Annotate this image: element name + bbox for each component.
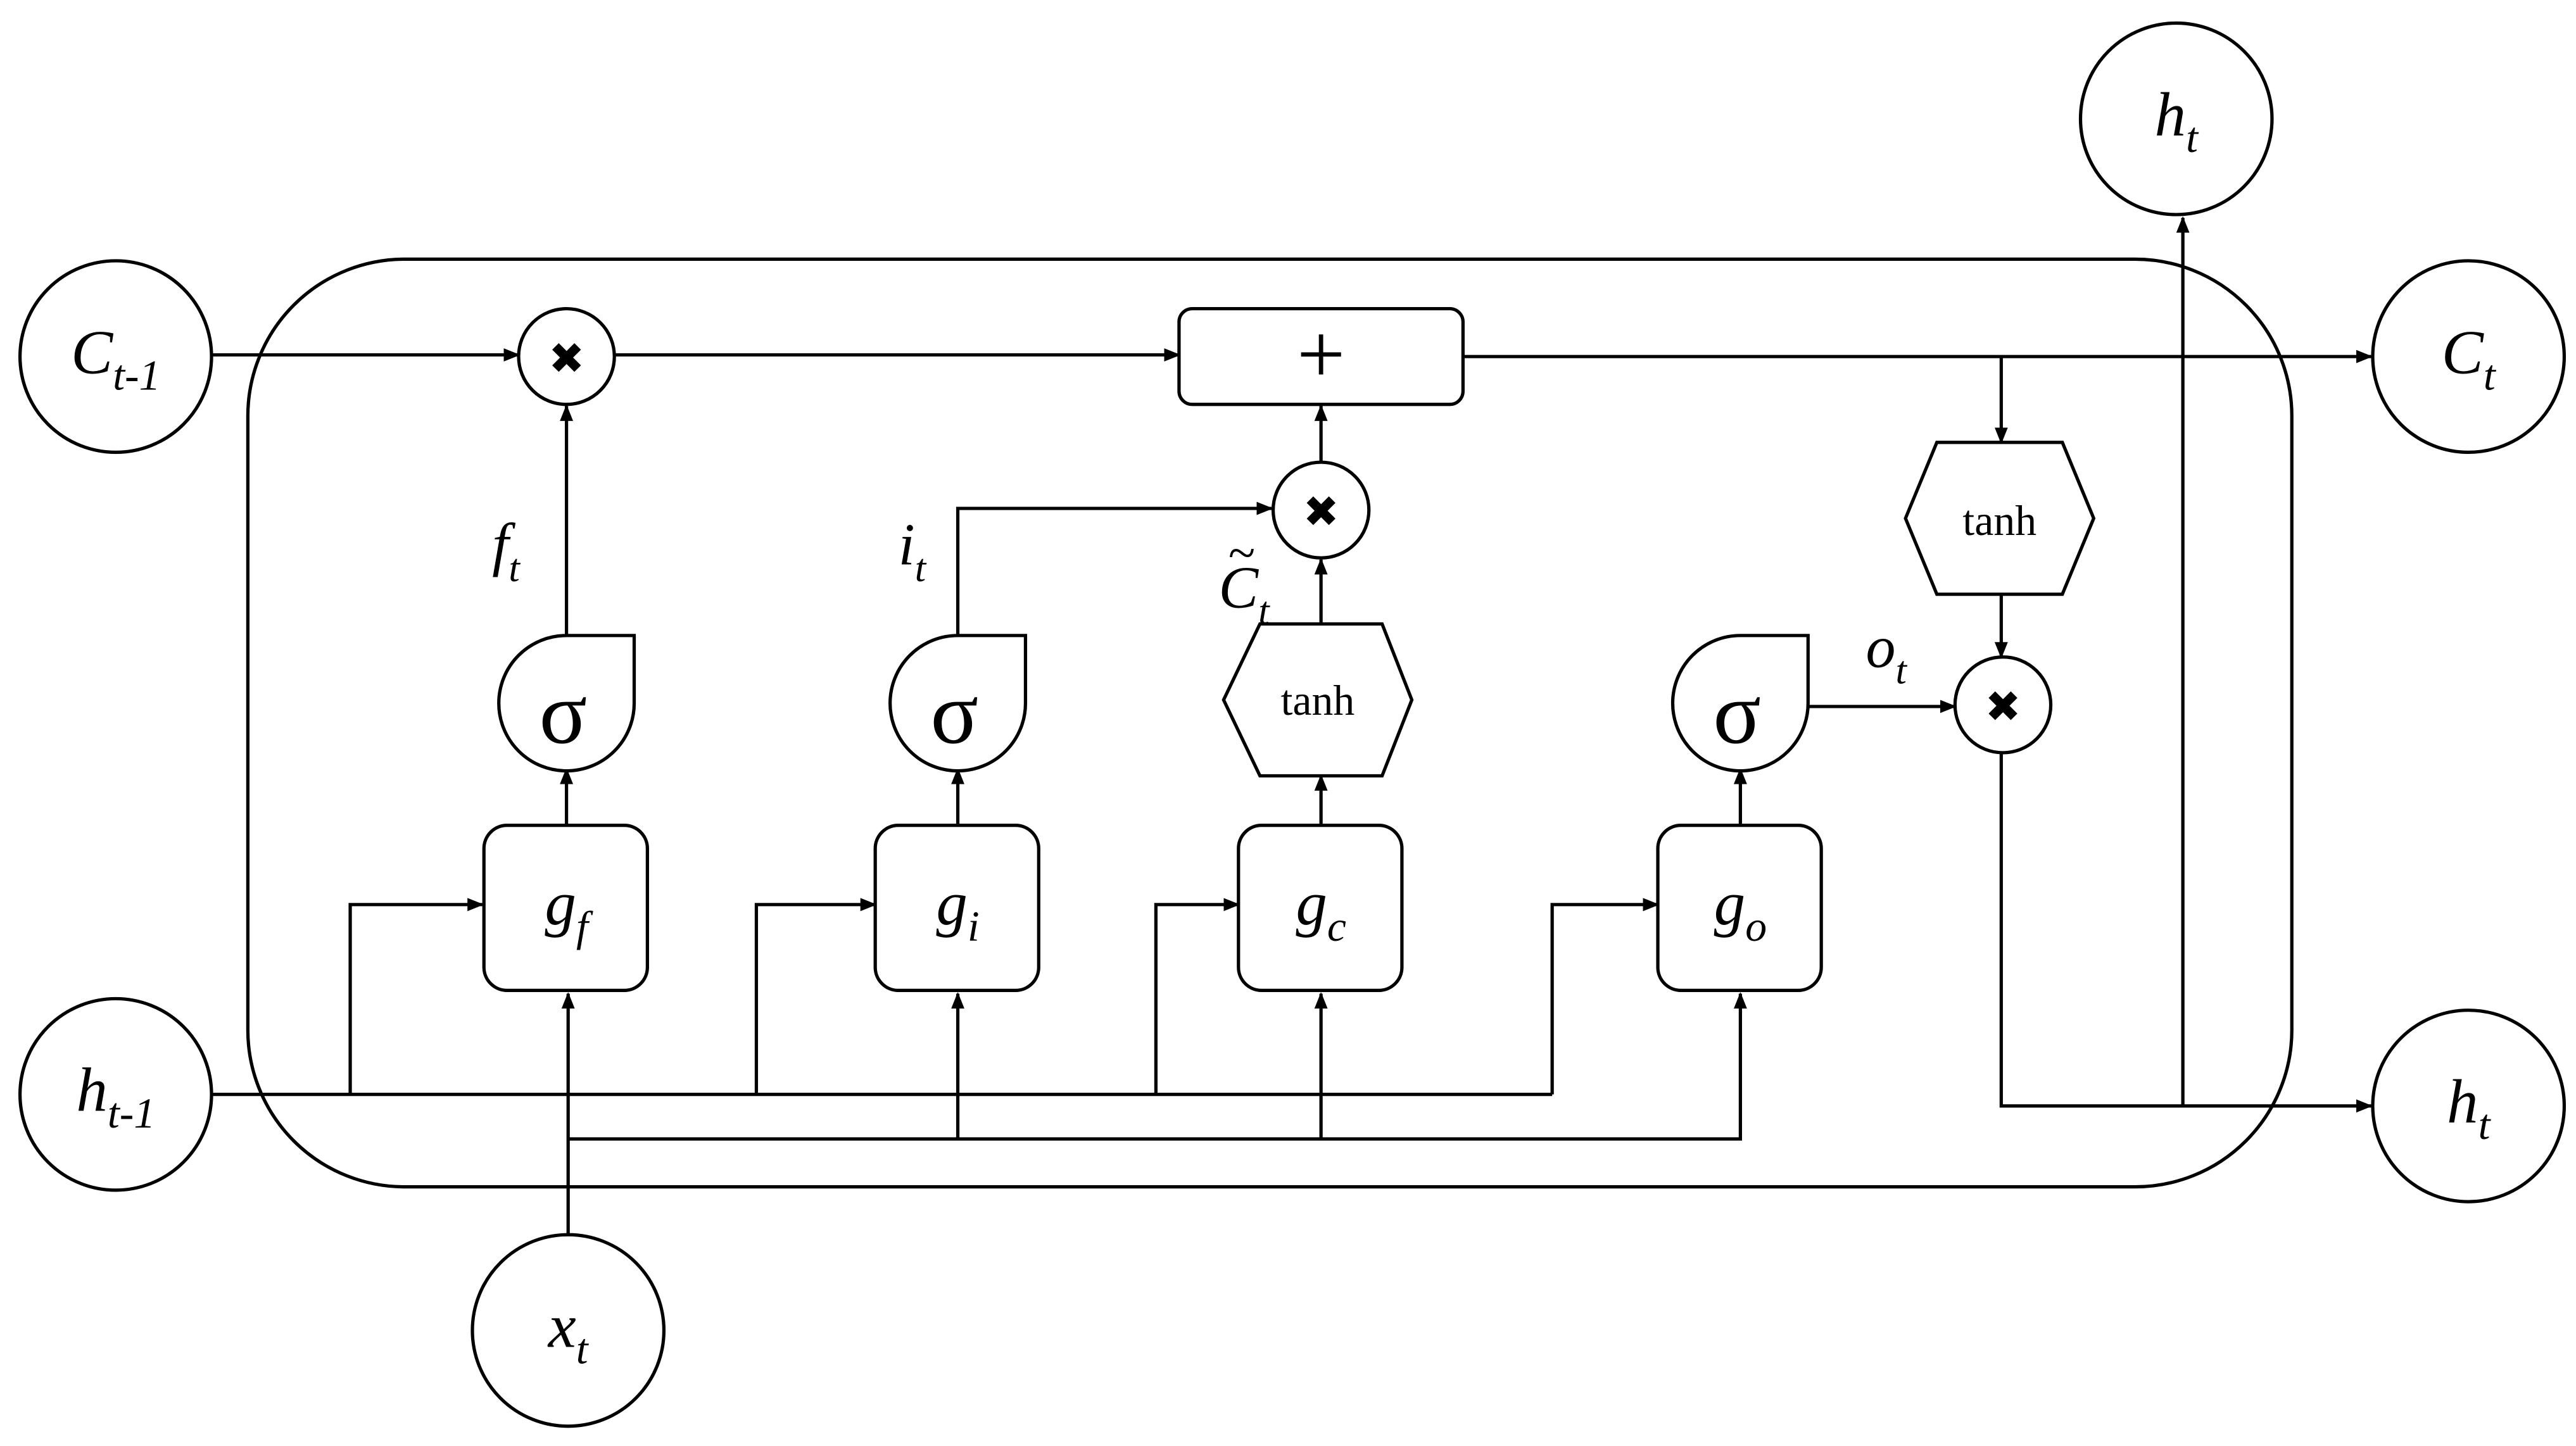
sigmoid-forget: σ	[497, 634, 636, 773]
label-f-t: ft	[492, 512, 521, 590]
gate-input-base: g	[936, 869, 968, 938]
gate-box-candidate: gc	[1237, 824, 1404, 992]
tanh-output-text: tanh	[1962, 497, 2036, 544]
svg-text:Ct: Ct	[2442, 318, 2497, 399]
add-op: +	[1177, 307, 1465, 406]
svg-text:gf: gf	[545, 869, 593, 950]
plus-icon: +	[1297, 307, 1345, 402]
gate-input-sub: i	[968, 903, 980, 950]
gate-forget-base: g	[545, 869, 576, 938]
connections	[212, 216, 2373, 1235]
tanh-candidate-text: tanh	[1281, 677, 1355, 724]
svg-text:Ct-1: Ct-1	[71, 318, 160, 399]
gate-box-input: gi	[873, 824, 1040, 992]
node-c-prev: Ct-1	[18, 259, 213, 455]
label-o-t: ot	[1866, 614, 1908, 692]
sigma-forget-text: σ	[539, 664, 587, 762]
label-i-t: it	[899, 512, 927, 590]
tanh-output: tanh	[1904, 441, 2096, 596]
multiply-icon: ✖	[548, 335, 584, 382]
sigma-output-text: σ	[1713, 664, 1761, 762]
svg-text:Ct: Ct	[1218, 555, 1270, 632]
svg-text:go: go	[1714, 869, 1767, 950]
svg-text:xt: xt	[547, 1292, 590, 1373]
node-x-t: xt	[470, 1233, 666, 1428]
node-h-t-top: ht	[2078, 21, 2274, 217]
gate-output-base: g	[1714, 869, 1746, 938]
cell-boundary	[246, 257, 2294, 1189]
multiply-input-op: ✖	[1271, 460, 1371, 560]
tilde-accent: ~	[1228, 525, 1255, 581]
multiply-output-op: ✖	[1953, 655, 2053, 755]
svg-text:ht: ht	[2447, 1067, 2492, 1148]
node-h-prev: ht-1	[18, 996, 213, 1192]
tanh-candidate: tanh	[1222, 622, 1414, 778]
gate-candidate-base: g	[1296, 869, 1327, 938]
multiply-icon: ✖	[1303, 489, 1339, 536]
svg-text:ht: ht	[2155, 80, 2200, 161]
gate-output-sub: o	[1745, 903, 1767, 950]
sigma-input-text: σ	[930, 664, 978, 762]
multiply-forget-op: ✖	[517, 306, 616, 406]
node-h-t-right: ht	[2371, 1009, 2567, 1204]
node-c-t: Ct	[2371, 259, 2567, 455]
multiply-icon: ✖	[1985, 683, 2021, 731]
sigmoid-output: σ	[1670, 634, 1810, 773]
svg-text:gc: gc	[1296, 869, 1346, 950]
gate-candidate-sub: c	[1327, 903, 1346, 950]
gate-box-forget: gf	[482, 824, 649, 992]
sigmoid-input: σ	[888, 634, 1028, 773]
gate-box-output: go	[1656, 824, 1823, 992]
label-c-tilde: ~ Ct	[1218, 525, 1270, 633]
svg-text:ht-1: ht-1	[76, 1056, 155, 1137]
svg-text:gi: gi	[936, 869, 979, 950]
